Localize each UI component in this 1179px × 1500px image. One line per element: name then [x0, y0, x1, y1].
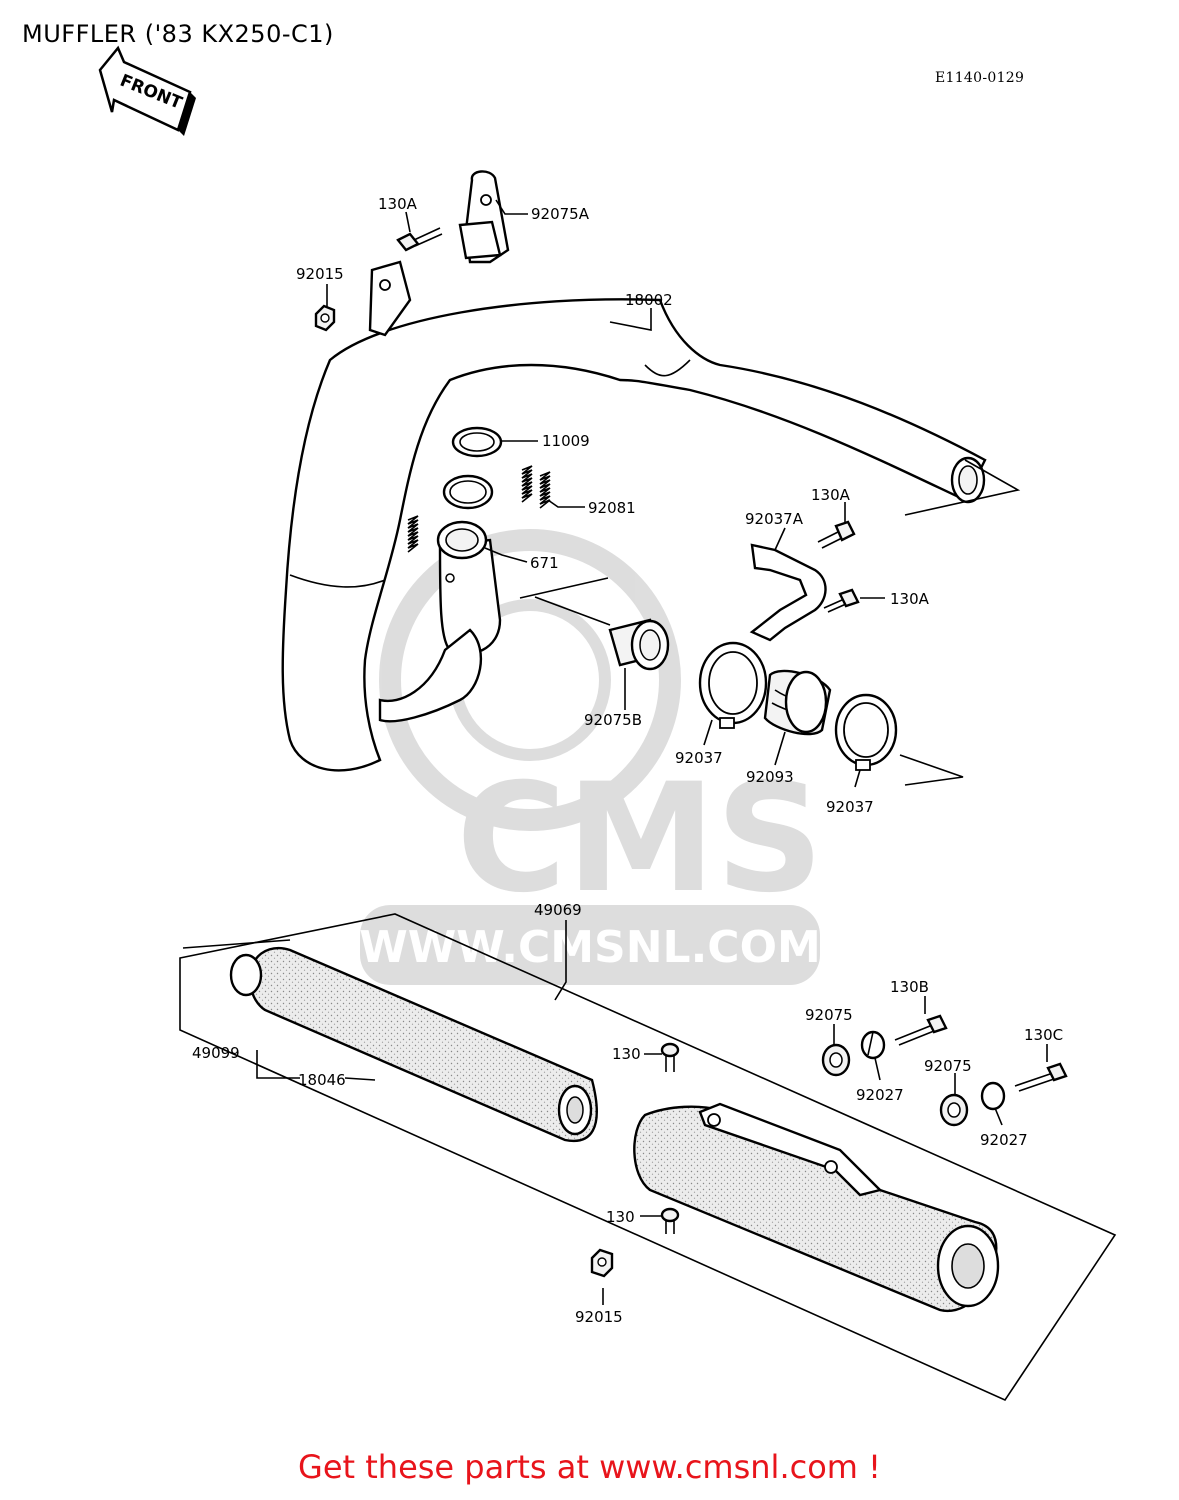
nut-92015-bottom — [590, 1248, 614, 1278]
silencer-18046 — [229, 946, 598, 1143]
grommet-92075-b — [939, 1093, 969, 1127]
callout-130-upper: 130 — [612, 1045, 641, 1063]
bolt-130-lower — [660, 1207, 680, 1234]
front-arrow-icon: FRONT — [98, 45, 196, 136]
clamp-92037-left — [698, 641, 768, 729]
silencer-shell-49069 — [633, 1102, 1000, 1313]
watermark: CMS WWW.CMSNL.COM — [359, 529, 824, 985]
mount-bracket-92075a — [458, 170, 510, 264]
callout-49069: 49069 — [534, 901, 582, 919]
callout-92037-right: 92037 — [826, 798, 874, 816]
callout-130a-mid: 130A — [811, 486, 851, 504]
sleeve-92093 — [763, 669, 832, 736]
callout-92037a: 92037A — [745, 510, 804, 528]
gasket-671 — [442, 474, 494, 510]
footer-cta: Get these parts at www.cmsnl.com ! — [0, 1448, 1179, 1486]
watermark-url: WWW.CMSNL.COM — [359, 922, 821, 973]
callout-11009: 11009 — [542, 432, 590, 450]
diagram-reference-code: E1140-0129 — [935, 70, 1025, 86]
callout-92037-left: 92037 — [675, 749, 723, 767]
page-title: MUFFLER ('83 KX250-C1) — [22, 20, 334, 48]
callout-92081: 92081 — [588, 499, 636, 517]
footer-cta-link[interactable]: Get these parts at www.cmsnl.com ! — [298, 1448, 881, 1486]
callout-92027-a: 92027 — [856, 1086, 904, 1104]
callout-92015-bottom: 92015 — [575, 1308, 623, 1326]
callout-130a-top: 130A — [378, 195, 418, 213]
callout-49099: 49099 — [192, 1044, 240, 1062]
callout-18002: 18002 — [625, 291, 673, 309]
bracket-92037a — [749, 543, 827, 642]
bolt-130b — [894, 1014, 948, 1046]
collar-92027-a — [860, 1030, 886, 1060]
callout-671: 671 — [530, 554, 559, 572]
callout-92027-b: 92027 — [980, 1131, 1028, 1149]
bolt-130a-right — [823, 588, 860, 613]
clamp-92037-right — [834, 693, 898, 771]
silencer-group-frame — [179, 913, 1117, 1402]
watermark-brand: CMS — [456, 752, 823, 926]
callout-92015-top: 92015 — [296, 265, 344, 283]
bolt-130-upper — [660, 1042, 680, 1072]
springs-92081 — [407, 465, 551, 553]
callout-130a-right: 130A — [890, 590, 930, 608]
bolt-130c — [1014, 1062, 1068, 1092]
nut-92015-top — [314, 304, 336, 332]
collar-92027-b — [980, 1081, 1006, 1111]
callout-130-lower: 130 — [606, 1208, 635, 1226]
gasket-11009 — [451, 426, 503, 458]
damper-92075b — [608, 618, 670, 671]
bolt-130a-top — [396, 227, 443, 252]
callout-130c: 130C — [1024, 1026, 1063, 1044]
bolt-130a-mid — [817, 520, 856, 549]
callout-92075a: 92075A — [531, 205, 590, 223]
watermark-banner — [360, 905, 820, 985]
callout-92075b: 92075B — [584, 711, 642, 729]
part-callouts: 130A 92075A 92015 18002 11009 92081 671 … — [192, 195, 1063, 1326]
callout-92075-b: 92075 — [924, 1057, 972, 1075]
callout-130b: 130B — [890, 978, 929, 996]
grommet-92075-a — [821, 1043, 851, 1077]
callout-92093: 92093 — [746, 768, 794, 786]
callout-18046: 18046 — [298, 1071, 346, 1089]
expansion-chamber-18002 — [281, 260, 987, 772]
callout-92075-a: 92075 — [805, 1006, 853, 1024]
leader-lines — [256, 199, 1048, 1305]
